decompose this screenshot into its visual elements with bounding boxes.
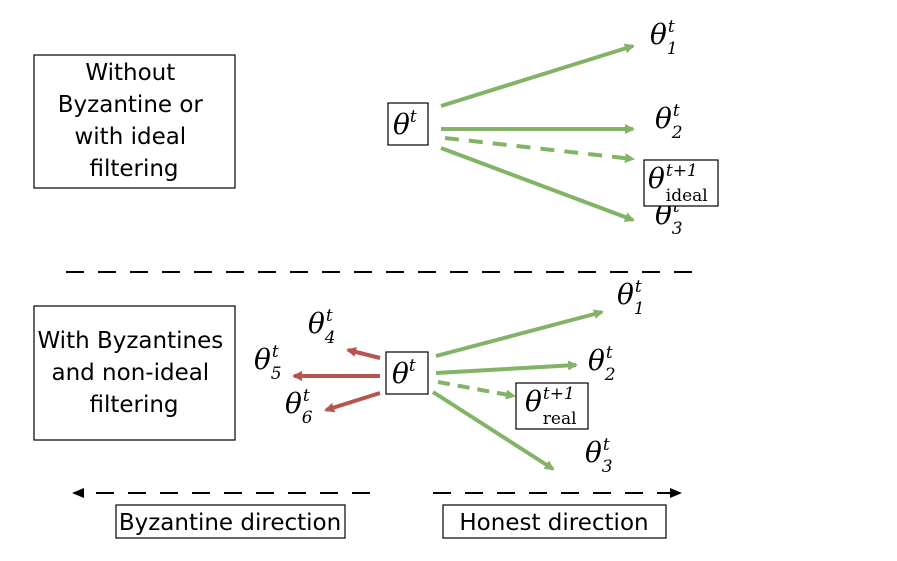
bottom-origin-box <box>385 351 429 395</box>
bottom-real-arrow <box>437 380 516 400</box>
byzantine-direction-box <box>115 504 346 539</box>
bottom-byz-arrow-6 <box>324 391 381 413</box>
byzantine-direction-label: Byzantine direction <box>119 510 341 536</box>
top-origin-label: θt <box>393 107 417 141</box>
bottom-honest-arrow-3 <box>431 390 555 471</box>
top-caption: Without Byzantine or with ideal filterin… <box>58 60 210 182</box>
top-caption-line-3: with ideal <box>74 124 186 150</box>
bottom-caption-box <box>33 305 236 441</box>
honest-direction-box <box>442 504 667 539</box>
top-result-box <box>643 159 719 207</box>
top-arrow-3 <box>440 146 635 222</box>
bottom-honest-arrow-2 <box>435 360 578 375</box>
top-origin-box <box>387 102 429 146</box>
bottom-caption-line-2: and non-ideal <box>51 360 209 386</box>
bottom-byz-arrow-4 <box>346 347 381 360</box>
bottom-caption-line-1: With Byzantines <box>37 328 223 354</box>
bottom-origin-label: θt <box>392 356 416 390</box>
bottom-result-box <box>515 382 589 430</box>
top-caption-line-2: Byzantine or <box>58 92 204 118</box>
top-arrow-1 <box>440 43 635 108</box>
bottom-honest-arrow-1 <box>435 309 604 358</box>
bottom-caption-line-3: filtering <box>89 392 178 418</box>
bottom-caption: With Byzantines and non-ideal filtering <box>37 328 230 418</box>
top-caption-line-4: filtering <box>89 156 178 182</box>
top-caption-box <box>33 54 236 189</box>
honest-direction-label: Honest direction <box>459 510 648 536</box>
top-arrow-ideal <box>444 136 635 164</box>
top-caption-line-1: Without <box>85 60 175 86</box>
